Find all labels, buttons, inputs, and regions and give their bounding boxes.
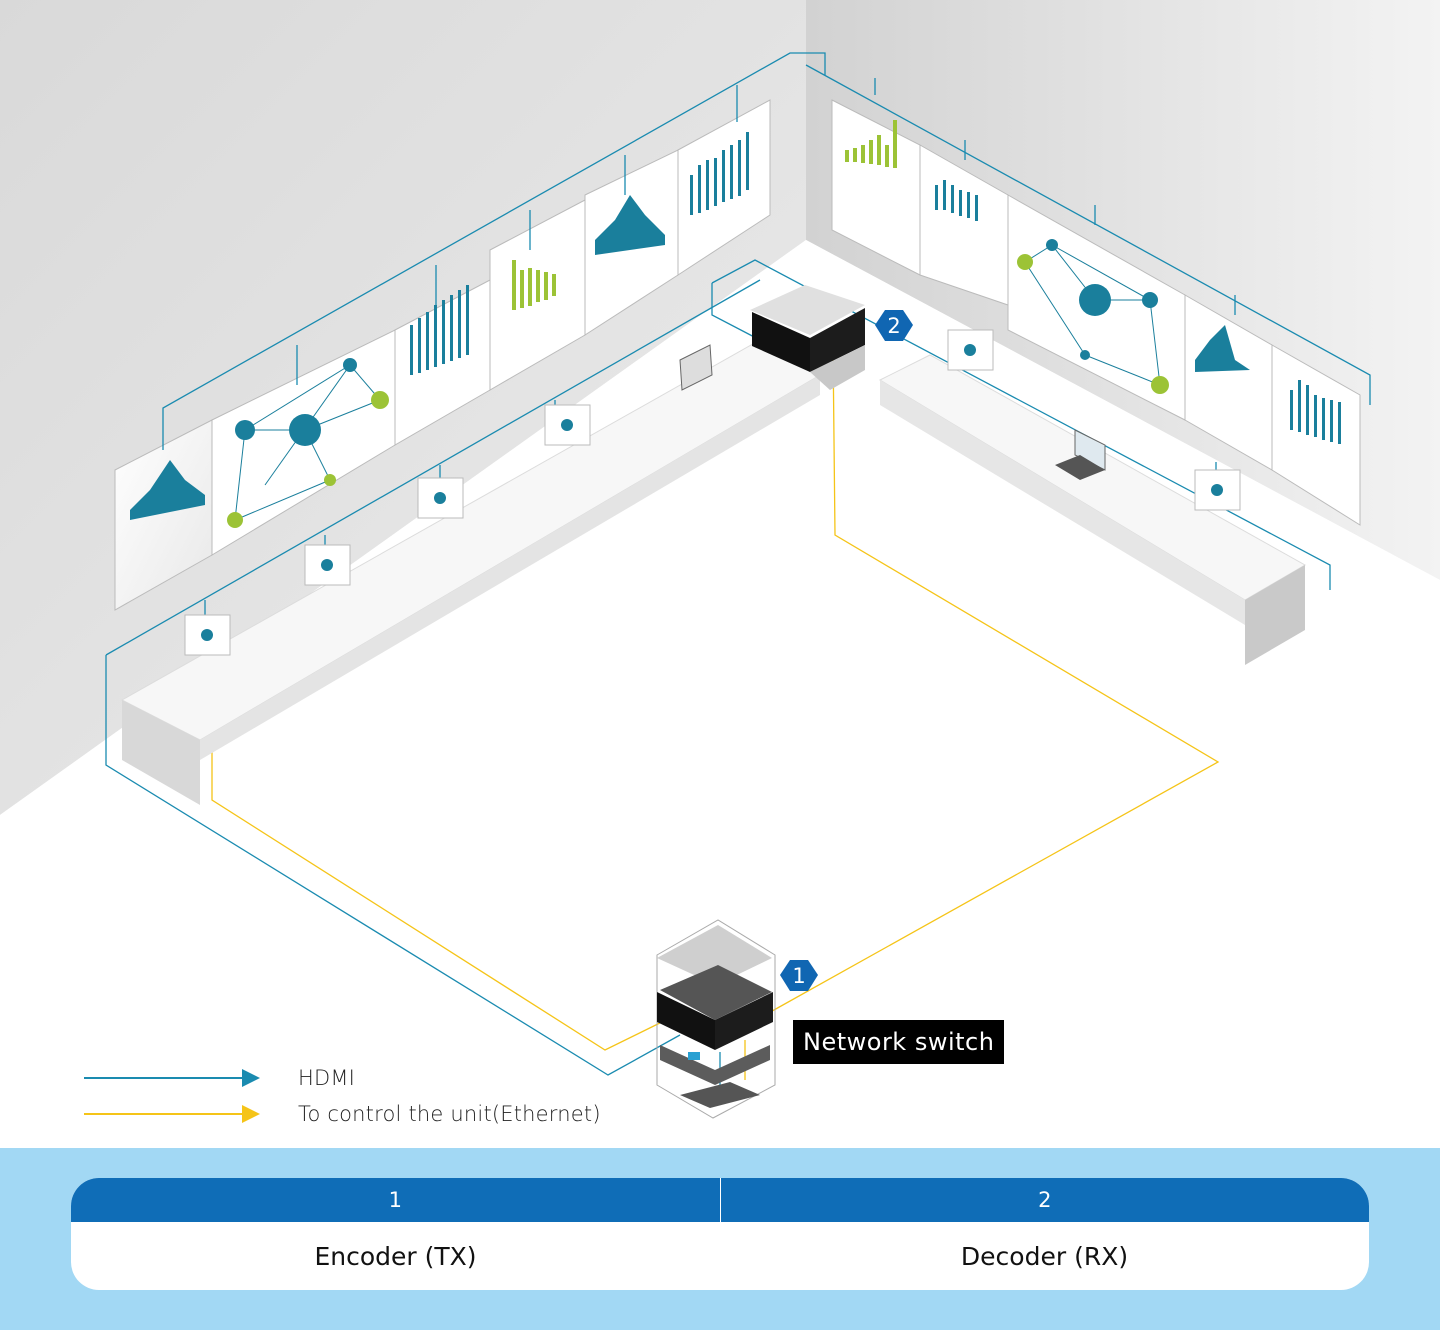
graph-node bbox=[289, 414, 321, 446]
hexagon-badge-icon bbox=[875, 310, 913, 341]
desk-monitors bbox=[184, 329, 1241, 656]
table-cell-encoder: Encoder (TX) bbox=[314, 1241, 477, 1271]
area-chart-visual bbox=[595, 195, 665, 255]
graph-node bbox=[371, 391, 389, 409]
encoder-port bbox=[688, 1052, 700, 1060]
switch-front bbox=[657, 992, 715, 1050]
graph-node bbox=[324, 474, 336, 486]
monitor-graph bbox=[321, 559, 333, 571]
left-video-wall bbox=[114, 99, 771, 611]
right-desk-row bbox=[878, 354, 1307, 665]
decoder-side bbox=[810, 308, 865, 372]
legend-item-hdmi: HDMI bbox=[84, 1066, 355, 1090]
bar-chart-visual bbox=[845, 120, 897, 168]
legend: HDMI To control the unit(Ethernet) bbox=[84, 1064, 644, 1134]
decoder-top bbox=[750, 285, 865, 335]
monitor-graph bbox=[201, 629, 213, 641]
switch-side bbox=[715, 992, 773, 1050]
legend-label: To control the unit(Ethernet) bbox=[298, 1102, 601, 1126]
monitor-graph bbox=[434, 492, 446, 504]
legend-item-ethernet: To control the unit(Ethernet) bbox=[84, 1102, 601, 1126]
control-room-scene: 2 1 bbox=[0, 0, 1440, 1119]
rack-top bbox=[657, 925, 772, 985]
table-header-cell: 2 bbox=[1038, 1188, 1052, 1212]
device-table: 1 2 Encoder (TX) Decoder (RX) bbox=[71, 1178, 1369, 1290]
decoder-box-shadow bbox=[810, 345, 865, 390]
right-video-wall bbox=[831, 99, 1361, 526]
monitor-graph bbox=[561, 419, 573, 431]
hdmi-arrow-icon bbox=[242, 1069, 260, 1087]
bar-chart-visual bbox=[410, 285, 469, 375]
badge-decoder: 2 bbox=[875, 310, 913, 341]
encoder-rack bbox=[656, 919, 776, 1119]
graph-node bbox=[1142, 292, 1158, 308]
decoder-unit bbox=[750, 285, 865, 390]
laptops bbox=[679, 344, 1106, 480]
switch-top bbox=[660, 965, 772, 1020]
table-cell-decoder: Decoder (RX) bbox=[960, 1241, 1129, 1271]
desk-under bbox=[880, 380, 1245, 625]
ethernet-arrow-icon bbox=[242, 1105, 260, 1123]
laptop-keyboard bbox=[1055, 455, 1105, 480]
graph-node bbox=[1080, 350, 1090, 360]
graph-node bbox=[1151, 376, 1169, 394]
table-header: 1 2 bbox=[71, 1178, 1369, 1222]
ethernet-line bbox=[84, 1113, 244, 1115]
desk-front bbox=[1245, 565, 1305, 665]
badge-encoder: 1 bbox=[780, 960, 818, 991]
graph-node bbox=[343, 358, 357, 372]
graph-node bbox=[227, 512, 243, 528]
table-row: Encoder (TX) Decoder (RX) bbox=[71, 1222, 1369, 1290]
footer-panel: 1 2 Encoder (TX) Decoder (RX) bbox=[0, 1148, 1440, 1330]
network-switch-label: Network switch bbox=[793, 1020, 1005, 1064]
badge-encoder-number: 1 bbox=[792, 964, 805, 988]
hdmi-line bbox=[84, 1077, 244, 1079]
bar-chart-visual bbox=[512, 260, 556, 310]
laptop bbox=[679, 344, 713, 391]
badge-decoder-number: 2 bbox=[887, 314, 900, 338]
encoder-device bbox=[680, 1082, 760, 1108]
graph-node bbox=[1046, 239, 1058, 251]
graph-node bbox=[1017, 254, 1033, 270]
graph-node bbox=[1079, 284, 1111, 316]
encoder-shelf bbox=[660, 1045, 770, 1085]
monitor-graph bbox=[964, 344, 976, 356]
decoder-front bbox=[752, 312, 810, 372]
hdmi-cable-lines bbox=[105, 52, 1371, 1090]
area-chart-visual bbox=[1195, 325, 1250, 372]
area-chart-visual bbox=[130, 460, 205, 520]
desk-front bbox=[122, 700, 200, 805]
graph-node bbox=[235, 420, 255, 440]
rack-outline bbox=[656, 919, 776, 1119]
hexagon-badge-icon bbox=[780, 960, 818, 991]
table-header-cell: 1 bbox=[71, 1178, 721, 1222]
monitor-graph bbox=[1211, 484, 1223, 496]
bar-chart-visual bbox=[935, 180, 1341, 444]
bar-chart-visual bbox=[690, 132, 749, 215]
legend-label: HDMI bbox=[298, 1066, 356, 1090]
desk-side bbox=[200, 375, 820, 760]
